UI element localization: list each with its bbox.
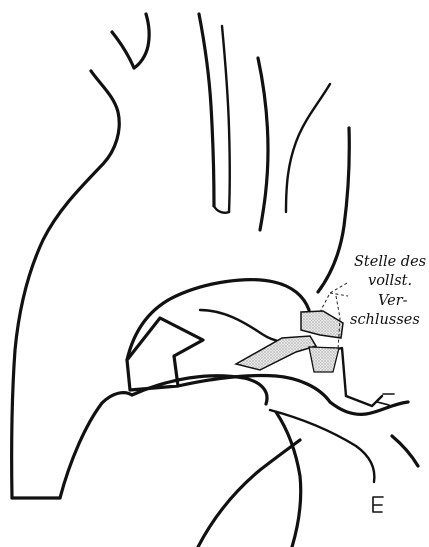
carotid-artery-bottom bbox=[214, 206, 229, 213]
annotation-line-4: schlusses bbox=[350, 312, 420, 328]
ventricle-lower-contour bbox=[178, 375, 330, 402]
annotation-label: Stelle des vollst. Ver- schlusses bbox=[350, 254, 426, 328]
heart-lower-right-contour bbox=[276, 412, 301, 547]
pulmonary-trunk-body bbox=[132, 376, 267, 404]
ascending-aorta-right-wall bbox=[60, 393, 132, 498]
annotation-leader-upper bbox=[320, 283, 347, 312]
annotation-line-2: vollst. bbox=[368, 273, 412, 289]
annotation-line-3: Ver- bbox=[378, 293, 408, 309]
pulmonary-vein-tick-3 bbox=[373, 497, 383, 512]
descending-aorta-step bbox=[346, 396, 382, 406]
aortic-arch-upper-wall bbox=[318, 128, 349, 292]
carotid-artery-left-wall bbox=[199, 14, 214, 206]
left-pulmonary-artery-branch bbox=[392, 436, 418, 466]
carotid-artery-right-wall bbox=[222, 26, 230, 212]
annotation-line-1: Stelle des bbox=[354, 254, 426, 270]
pulmonary-vein-tick-1 bbox=[377, 402, 389, 405]
brachiocephalic-branch-inner bbox=[134, 14, 149, 68]
coarctation-lower-segment bbox=[309, 347, 339, 372]
ductus-arteriosus bbox=[236, 336, 316, 370]
subclavian-artery-left-wall bbox=[258, 58, 268, 230]
brachiocephalic-branch-outer bbox=[112, 32, 134, 68]
ascending-aorta-left-wall bbox=[12, 71, 120, 498]
annotation-leader-horizontal bbox=[330, 293, 348, 296]
left-pulmonary-artery-lower bbox=[270, 410, 374, 482]
coarctation-closure-site bbox=[301, 311, 343, 338]
subclavian-artery-right-wall bbox=[286, 84, 330, 212]
heart-lower-left-contour bbox=[198, 440, 300, 547]
